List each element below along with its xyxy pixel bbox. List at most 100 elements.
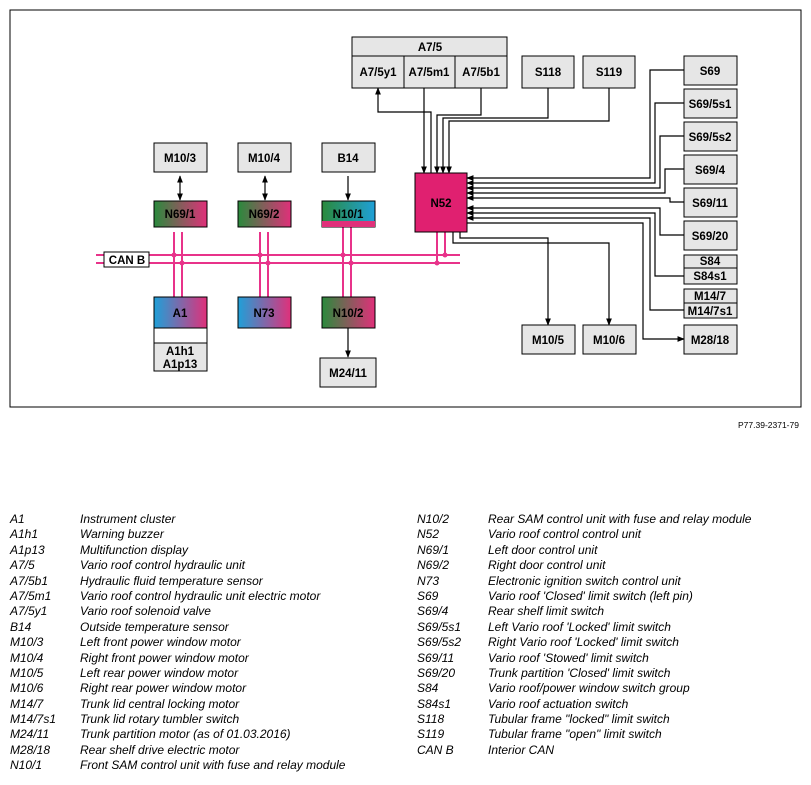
legend-code: S69/4	[417, 604, 449, 619]
legend-code: A1p13	[10, 542, 45, 557]
legend-code: B14	[10, 619, 32, 634]
box-m24-11-label: M24/11	[329, 368, 367, 380]
box-a1p13-label: A1p13	[163, 359, 198, 371]
box-s118-label: S118	[535, 67, 562, 79]
box-s69-5s1	[683, 88, 738, 119]
box-n73-label: N73	[253, 308, 274, 320]
legend-description: Vario roof actuation switch	[488, 696, 629, 711]
box-n52	[414, 172, 468, 233]
box-n10-2-label: N10/2	[333, 308, 364, 320]
box-b14	[321, 142, 376, 173]
box-n10-2	[321, 296, 376, 329]
box-s69-label: S69	[700, 66, 720, 78]
reference-code: P77.39-2371-79	[738, 420, 799, 430]
legend-row: S84 Vario roof/power window switch group	[417, 681, 751, 696]
box-s69-5s1-label: S69/5s1	[689, 99, 732, 111]
box-n69-1	[153, 200, 208, 228]
legend-code: M10/5	[10, 665, 44, 680]
legend-description: Front SAM control unit with fuse and rel…	[80, 758, 346, 773]
legend-description: Tubular frame "locked" limit switch	[488, 712, 670, 727]
box-n10-1-label: N10/1	[333, 209, 364, 221]
legend-row: A7/5 Vario roof control hydraulic unit	[10, 558, 345, 573]
box-a1-label: A1	[173, 308, 188, 320]
box-s69-20-label: S69/20	[692, 231, 728, 243]
legend-description: Hydraulic fluid temperature sensor	[80, 573, 263, 588]
legend-description: Electronic ignition switch control unit	[488, 573, 681, 588]
legend-code: A7/5	[10, 558, 35, 573]
box-a7-5b1-label: A7/5b1	[462, 67, 500, 79]
can-b-label: CAN B	[109, 255, 145, 267]
box-a1h1-label: A1h1	[166, 346, 195, 358]
legend-description: Rear shelf limit switch	[488, 604, 605, 619]
legend-description: Vario roof 'Stowed' limit switch	[488, 650, 649, 665]
box-a7-5b1	[454, 55, 508, 89]
legend-description: Outside temperature sensor	[80, 619, 229, 634]
box-a7-5m1	[403, 55, 456, 89]
box-s84s1-label: S84s1	[693, 271, 727, 283]
legend-code: CAN B	[417, 742, 454, 757]
legend-description: Multifunction display	[80, 542, 189, 557]
legend-code: S84	[417, 681, 439, 696]
legend-description: Vario roof control hydraulic unit electr…	[80, 588, 321, 603]
box-m10-3	[153, 142, 208, 173]
box-m10-5-label: M10/5	[532, 335, 565, 347]
legend-row: S69/4 Rear shelf limit switch	[417, 604, 751, 619]
legend-description: Vario roof/power window switch group	[488, 681, 690, 696]
box-b14-label: B14	[337, 153, 359, 165]
box-a7-5-label: A7/5	[418, 42, 443, 54]
box-s69-4	[683, 154, 738, 185]
legend-code: A1h1	[10, 527, 39, 542]
legend-code: S69/20	[417, 665, 456, 680]
legend-description: Vario roof control hydraulic unit	[80, 558, 245, 573]
box-n73	[237, 296, 292, 329]
legend-row: M10/5 Left rear power window motor	[10, 666, 345, 681]
legend-row: A7/5m1 Vario roof control hydraulic unit …	[10, 589, 345, 604]
box-s69-11-label: S69/11	[692, 198, 728, 210]
legend-description: Left Vario roof 'Locked' limit switch	[488, 619, 671, 634]
box-m10-4-label: M10/4	[248, 153, 281, 165]
legend-code: N10/1	[10, 758, 43, 773]
legend-code: N69/1	[417, 542, 450, 557]
box-a1-sub	[153, 327, 208, 344]
legend-description: Tubular frame "open" limit switch	[488, 727, 662, 742]
box-a1h1	[153, 342, 208, 372]
box-n69-2-label: N69/2	[249, 209, 280, 221]
box-m10-3-label: M10/3	[164, 153, 196, 165]
legend-description: Vario roof solenoid valve	[80, 604, 211, 619]
box-s119	[582, 55, 636, 89]
legend-code: A7/5m1	[10, 588, 52, 603]
legend-code: M10/4	[10, 650, 44, 665]
can-bus-nodes	[171, 252, 448, 266]
box-m10-4	[237, 142, 292, 173]
legend-code: A7/5b1	[10, 573, 49, 588]
legend-description: Trunk partition 'Closed' limit switch	[488, 665, 671, 680]
legend-code: S119	[417, 727, 445, 742]
legend-code: S69/5s2	[417, 635, 462, 650]
legend-row: B14 Outside temperature sensor	[10, 620, 345, 635]
box-m10-5	[521, 324, 576, 355]
legend-code: S118	[417, 712, 445, 727]
legend-row: A1h1 Warning buzzer	[10, 527, 345, 542]
box-n10-1-band	[322, 221, 375, 227]
legend-code: M14/7s1	[10, 712, 57, 727]
box-m14-7s1-label: M14/7s1	[688, 306, 733, 318]
legend-description: Vario roof control control unit	[488, 527, 641, 542]
legend-description: Warning buzzer	[80, 527, 164, 542]
box-s69-4-label: S69/4	[695, 165, 726, 177]
box-s84-label: S84	[700, 256, 721, 268]
box-m10-6-label: M10/6	[593, 335, 625, 347]
box-s69	[683, 55, 738, 86]
legend-description: Rear SAM control unit with fuse and rela…	[488, 512, 752, 526]
legend-description: Left rear power window motor	[80, 665, 239, 680]
box-s84	[683, 254, 738, 285]
